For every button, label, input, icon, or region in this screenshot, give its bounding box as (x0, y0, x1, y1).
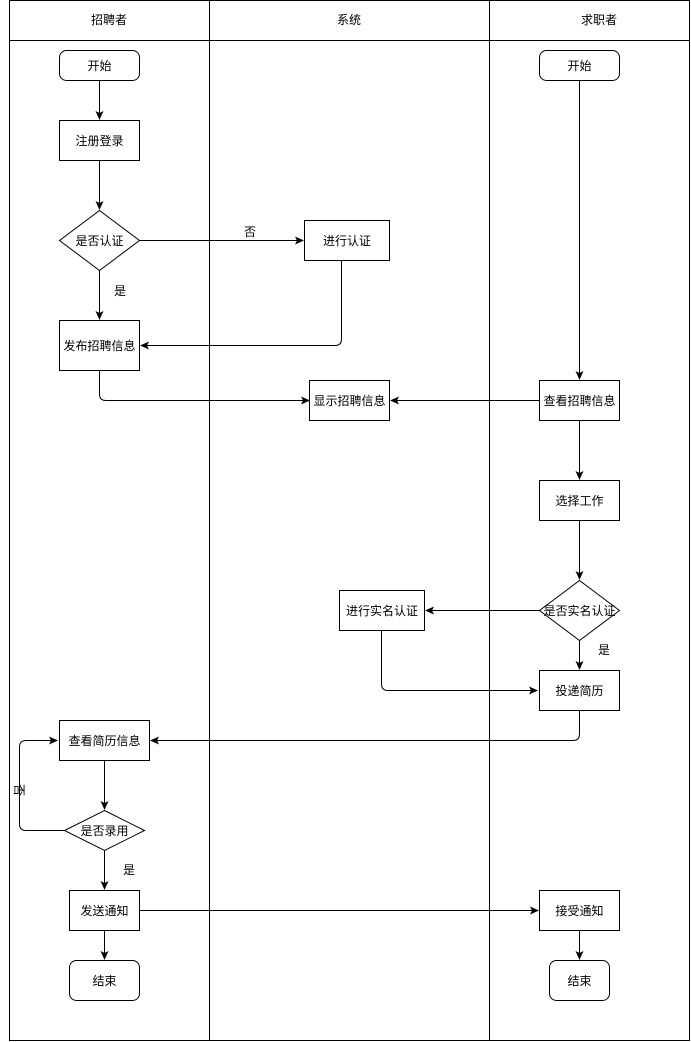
node-hire-decision (63, 809, 146, 852)
node-recruiter-end (69, 960, 140, 1001)
node-hire-decision-label: 是否录用 (80, 824, 128, 838)
node-jobseeker-start (539, 50, 620, 81)
node-certify (304, 220, 390, 261)
node-receive-notice (539, 890, 620, 931)
node-choose-job (539, 480, 620, 521)
node-jobseeker-end (549, 960, 610, 1001)
node-submit-resume (539, 670, 620, 711)
node-realname-decision (538, 579, 621, 642)
node-realname-certify-label: 进行实名认证 (346, 603, 418, 618)
node-jobseeker-end-label: 结束 (567, 974, 591, 988)
edge-certify-to-publish (140, 260, 342, 350)
edge-publish-to-display (99, 370, 310, 405)
node-realname-decision-label: 是否实名认证 (543, 603, 615, 618)
node-jobseeker-start-label: 开始 (567, 59, 591, 73)
edge-label-yes-realname: 是 (598, 643, 610, 657)
edge-hire-no (19, 736, 64, 831)
lane-title-recruiter: 招聘者 (91, 13, 127, 27)
node-notify-label: 发送通知 (80, 903, 128, 918)
node-realname-certify (339, 590, 425, 631)
node-display-jobs-label: 显示招聘信息 (313, 393, 385, 408)
node-view-jobs (539, 380, 620, 421)
edge-srealname-to-submit (381, 630, 538, 695)
node-recruiter-end-label: 结束 (92, 974, 116, 988)
lane-title-jobseeker: 求职者 (581, 13, 617, 27)
node-view-jobs-label: 查看招聘信息 (543, 393, 615, 408)
node-receive-notice-label: 接受通知 (555, 903, 603, 918)
node-recruiter-start (59, 50, 140, 81)
lane-frame (9, 0, 690, 1041)
node-certified-decision-label: 是否认证 (75, 234, 123, 248)
node-view-resume (59, 720, 150, 761)
node-view-resume-label: 查看简历信息 (68, 733, 140, 748)
node-submit-resume-label: 投递简历 (555, 683, 603, 698)
node-register-label: 注册登录 (75, 133, 123, 148)
node-certified-decision (58, 209, 141, 272)
node-recruiter-start-label: 开始 (87, 59, 111, 73)
edge-label-no-certify: 否 (244, 225, 256, 239)
node-notify (69, 890, 140, 931)
lane-title-system: 系统 (337, 13, 361, 27)
node-display-jobs (309, 380, 390, 421)
node-publish-label: 发布招聘信息 (63, 338, 135, 353)
edge-label-yes-certify: 是 (114, 284, 126, 298)
node-certify-label: 进行认证 (323, 234, 371, 248)
node-choose-job-label: 选择工作 (555, 494, 603, 508)
edge-label-no-hire: 否 (12, 784, 26, 796)
node-register (59, 120, 140, 161)
edge-submit-to-viewresume (150, 710, 580, 745)
node-publish (59, 320, 140, 371)
edge-label-yes-hire: 是 (123, 863, 135, 877)
